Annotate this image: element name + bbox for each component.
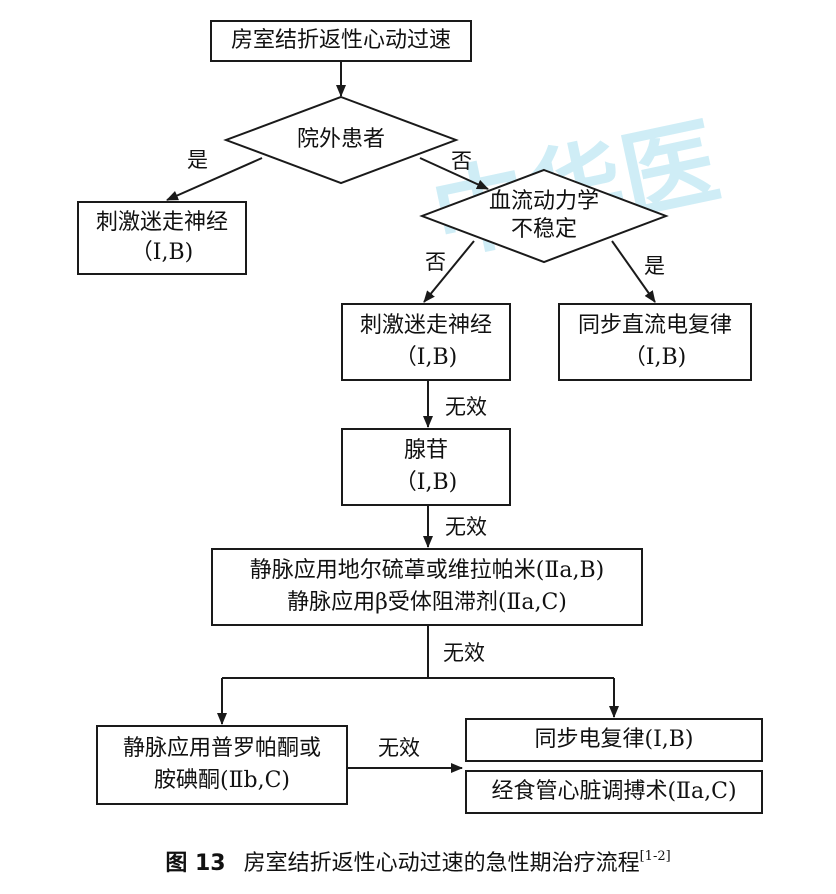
propafenone-line-2: 胺碘酮(Ⅱb,C)	[153, 768, 291, 793]
iv-drugs-box: 静脉应用地尔硫䓬或维拉帕米(Ⅱa,B) 静脉应用β受体阻滞剂(Ⅱa,C)	[211, 548, 643, 626]
propafenone-box: 静脉应用普罗帕酮或 胺碘酮(Ⅱb,C)	[96, 725, 348, 805]
vagal-1-line-1: 刺激迷走神经	[95, 210, 228, 235]
decision-outpatient-shape	[223, 95, 459, 185]
figure-caption: 图 13 房室结折返性心动过速的急性期治疗流程[1-2]	[0, 842, 836, 879]
start-text: 房室结折返性心动过速	[230, 28, 451, 53]
sync-cardioversion-text: 同步电复律(Ⅰ,B)	[534, 727, 694, 752]
vagal-box-2: 刺激迷走神经 （Ⅰ,B)	[341, 303, 511, 381]
decision-hemodynamic-shape	[419, 168, 669, 264]
iv-drugs-line-2: 静脉应用β受体阻滞剂(Ⅱa,C)	[287, 590, 567, 615]
decision-outpatient: 院外患者	[226, 97, 456, 183]
vagal-2-line-1: 刺激迷走神经	[359, 313, 492, 338]
sync-dc-line-2: （Ⅰ,B)	[623, 345, 687, 370]
connector-drugs-split	[222, 626, 614, 679]
arrow-no-to-hemodynamic	[419, 157, 489, 190]
vagal-2-line-2: （Ⅰ,B)	[394, 345, 458, 370]
propafenone-line-1: 静脉应用普罗帕酮或	[122, 736, 321, 761]
label-no-outpatient: 否	[451, 149, 472, 173]
arrow-yes-to-sync-dc	[611, 240, 656, 303]
decision-hemodynamic-line-1: 血流动力学	[488, 189, 599, 214]
label-ineffective-3: 无效	[443, 641, 485, 665]
arrow-no-to-vagal-2	[423, 240, 475, 303]
label-no-hemodynamic: 否	[425, 250, 446, 274]
decision-hemodynamic: 血流动力学 不稳定	[422, 172, 666, 260]
label-ineffective-1: 无效	[445, 395, 487, 419]
esophageal-pacing-box: 经食管心脏调搏术(Ⅱa,C)	[465, 770, 763, 814]
adenosine-line-1: 腺苷	[403, 438, 448, 463]
label-ineffective-4: 无效	[378, 736, 420, 760]
adenosine-box: 腺苷 （Ⅰ,B)	[341, 428, 511, 506]
arrow-yes-to-vagal	[166, 157, 263, 201]
label-yes-hemodynamic: 是	[644, 254, 665, 278]
decision-outpatient-text: 院外患者	[296, 127, 385, 152]
figure-caption-text: 房室结折返性心动过速的急性期治疗流程	[243, 851, 640, 876]
start-box: 房室结折返性心动过速	[210, 20, 472, 62]
esophageal-pacing-text: 经食管心脏调搏术(Ⅱa,C)	[491, 779, 737, 804]
iv-drugs-line-1: 静脉应用地尔硫䓬或维拉帕米(Ⅱa,B)	[249, 558, 605, 583]
figure-label: 图 13	[165, 851, 226, 876]
sync-dc-box: 同步直流电复律 （Ⅰ,B)	[558, 303, 752, 381]
decision-hemodynamic-line-2: 不稳定	[510, 217, 577, 242]
figure-reference: [1-2]	[639, 849, 671, 864]
sync-cardioversion-box: 同步电复律(Ⅰ,B)	[465, 718, 763, 762]
label-yes-outpatient: 是	[187, 148, 208, 172]
adenosine-line-2: （Ⅰ,B)	[394, 470, 458, 495]
sync-dc-line-1: 同步直流电复律	[577, 313, 732, 338]
vagal-box-1: 刺激迷走神经 （Ⅰ,B)	[77, 201, 247, 275]
vagal-1-line-2: （Ⅰ,B)	[130, 240, 194, 265]
label-ineffective-2: 无效	[445, 515, 487, 539]
